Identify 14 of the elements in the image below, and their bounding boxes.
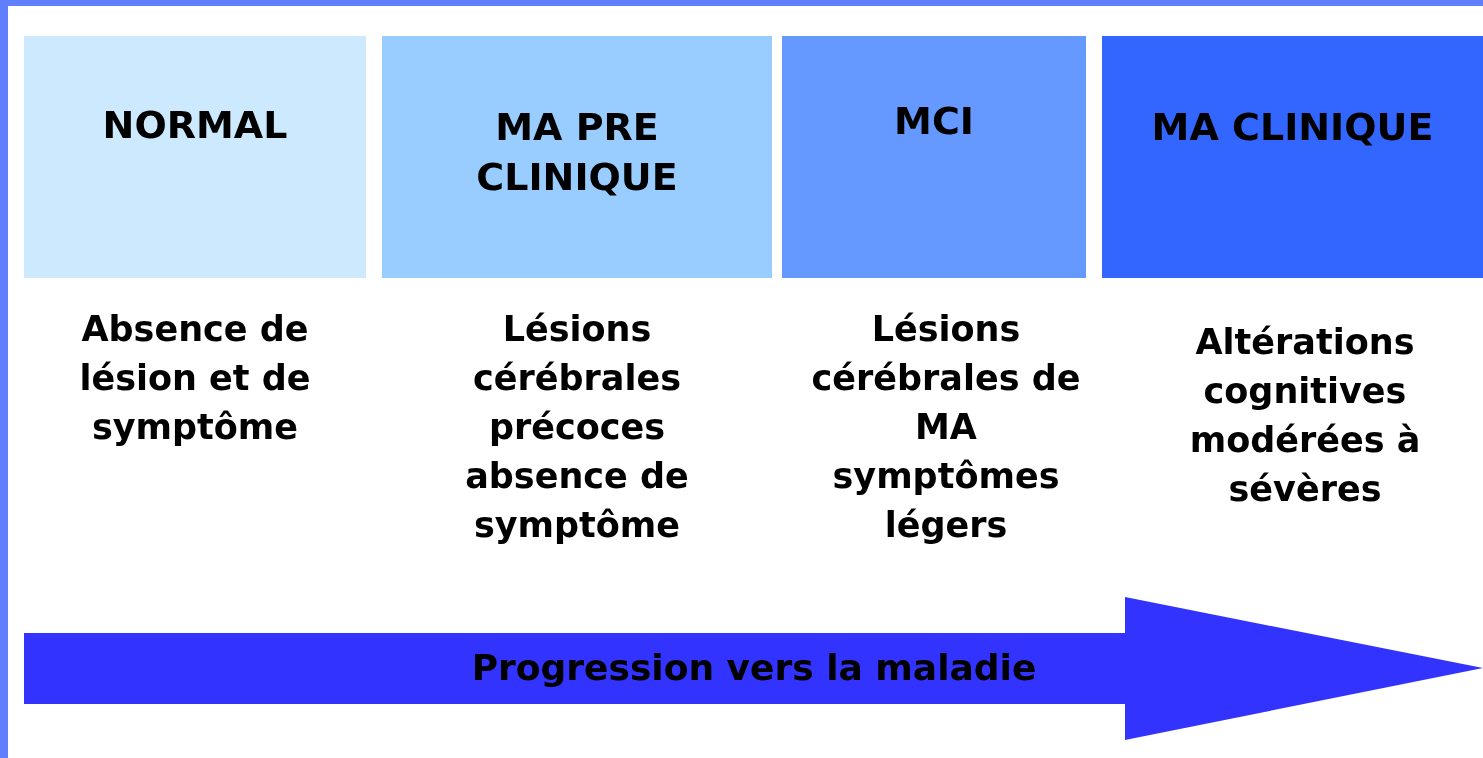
stage-heading: MA PRE CLINIQUE: [475, 104, 679, 201]
stage-heading: MCI: [893, 98, 975, 145]
stage-box: [1102, 36, 1483, 278]
stage-description: Absence de lésion et de symptôme: [78, 308, 312, 449]
stage-description: Lésions cérébrales précoces absence de symptôme: [464, 308, 690, 547]
progression-arrow: [24, 597, 1483, 740]
stage-box: [24, 36, 366, 278]
stage-box: [382, 36, 772, 278]
stage-description: Altérations cognitives modérées à sévères: [1188, 321, 1422, 511]
stage-heading: NORMAL: [101, 102, 289, 149]
arrow-label: Progression vers la maladie: [470, 646, 1038, 690]
stage-heading: MA CLINIQUE: [1150, 104, 1435, 151]
stage-box: [782, 36, 1086, 278]
stage-description: Lésions cérébrales de MA symptômes légers: [810, 308, 1082, 547]
